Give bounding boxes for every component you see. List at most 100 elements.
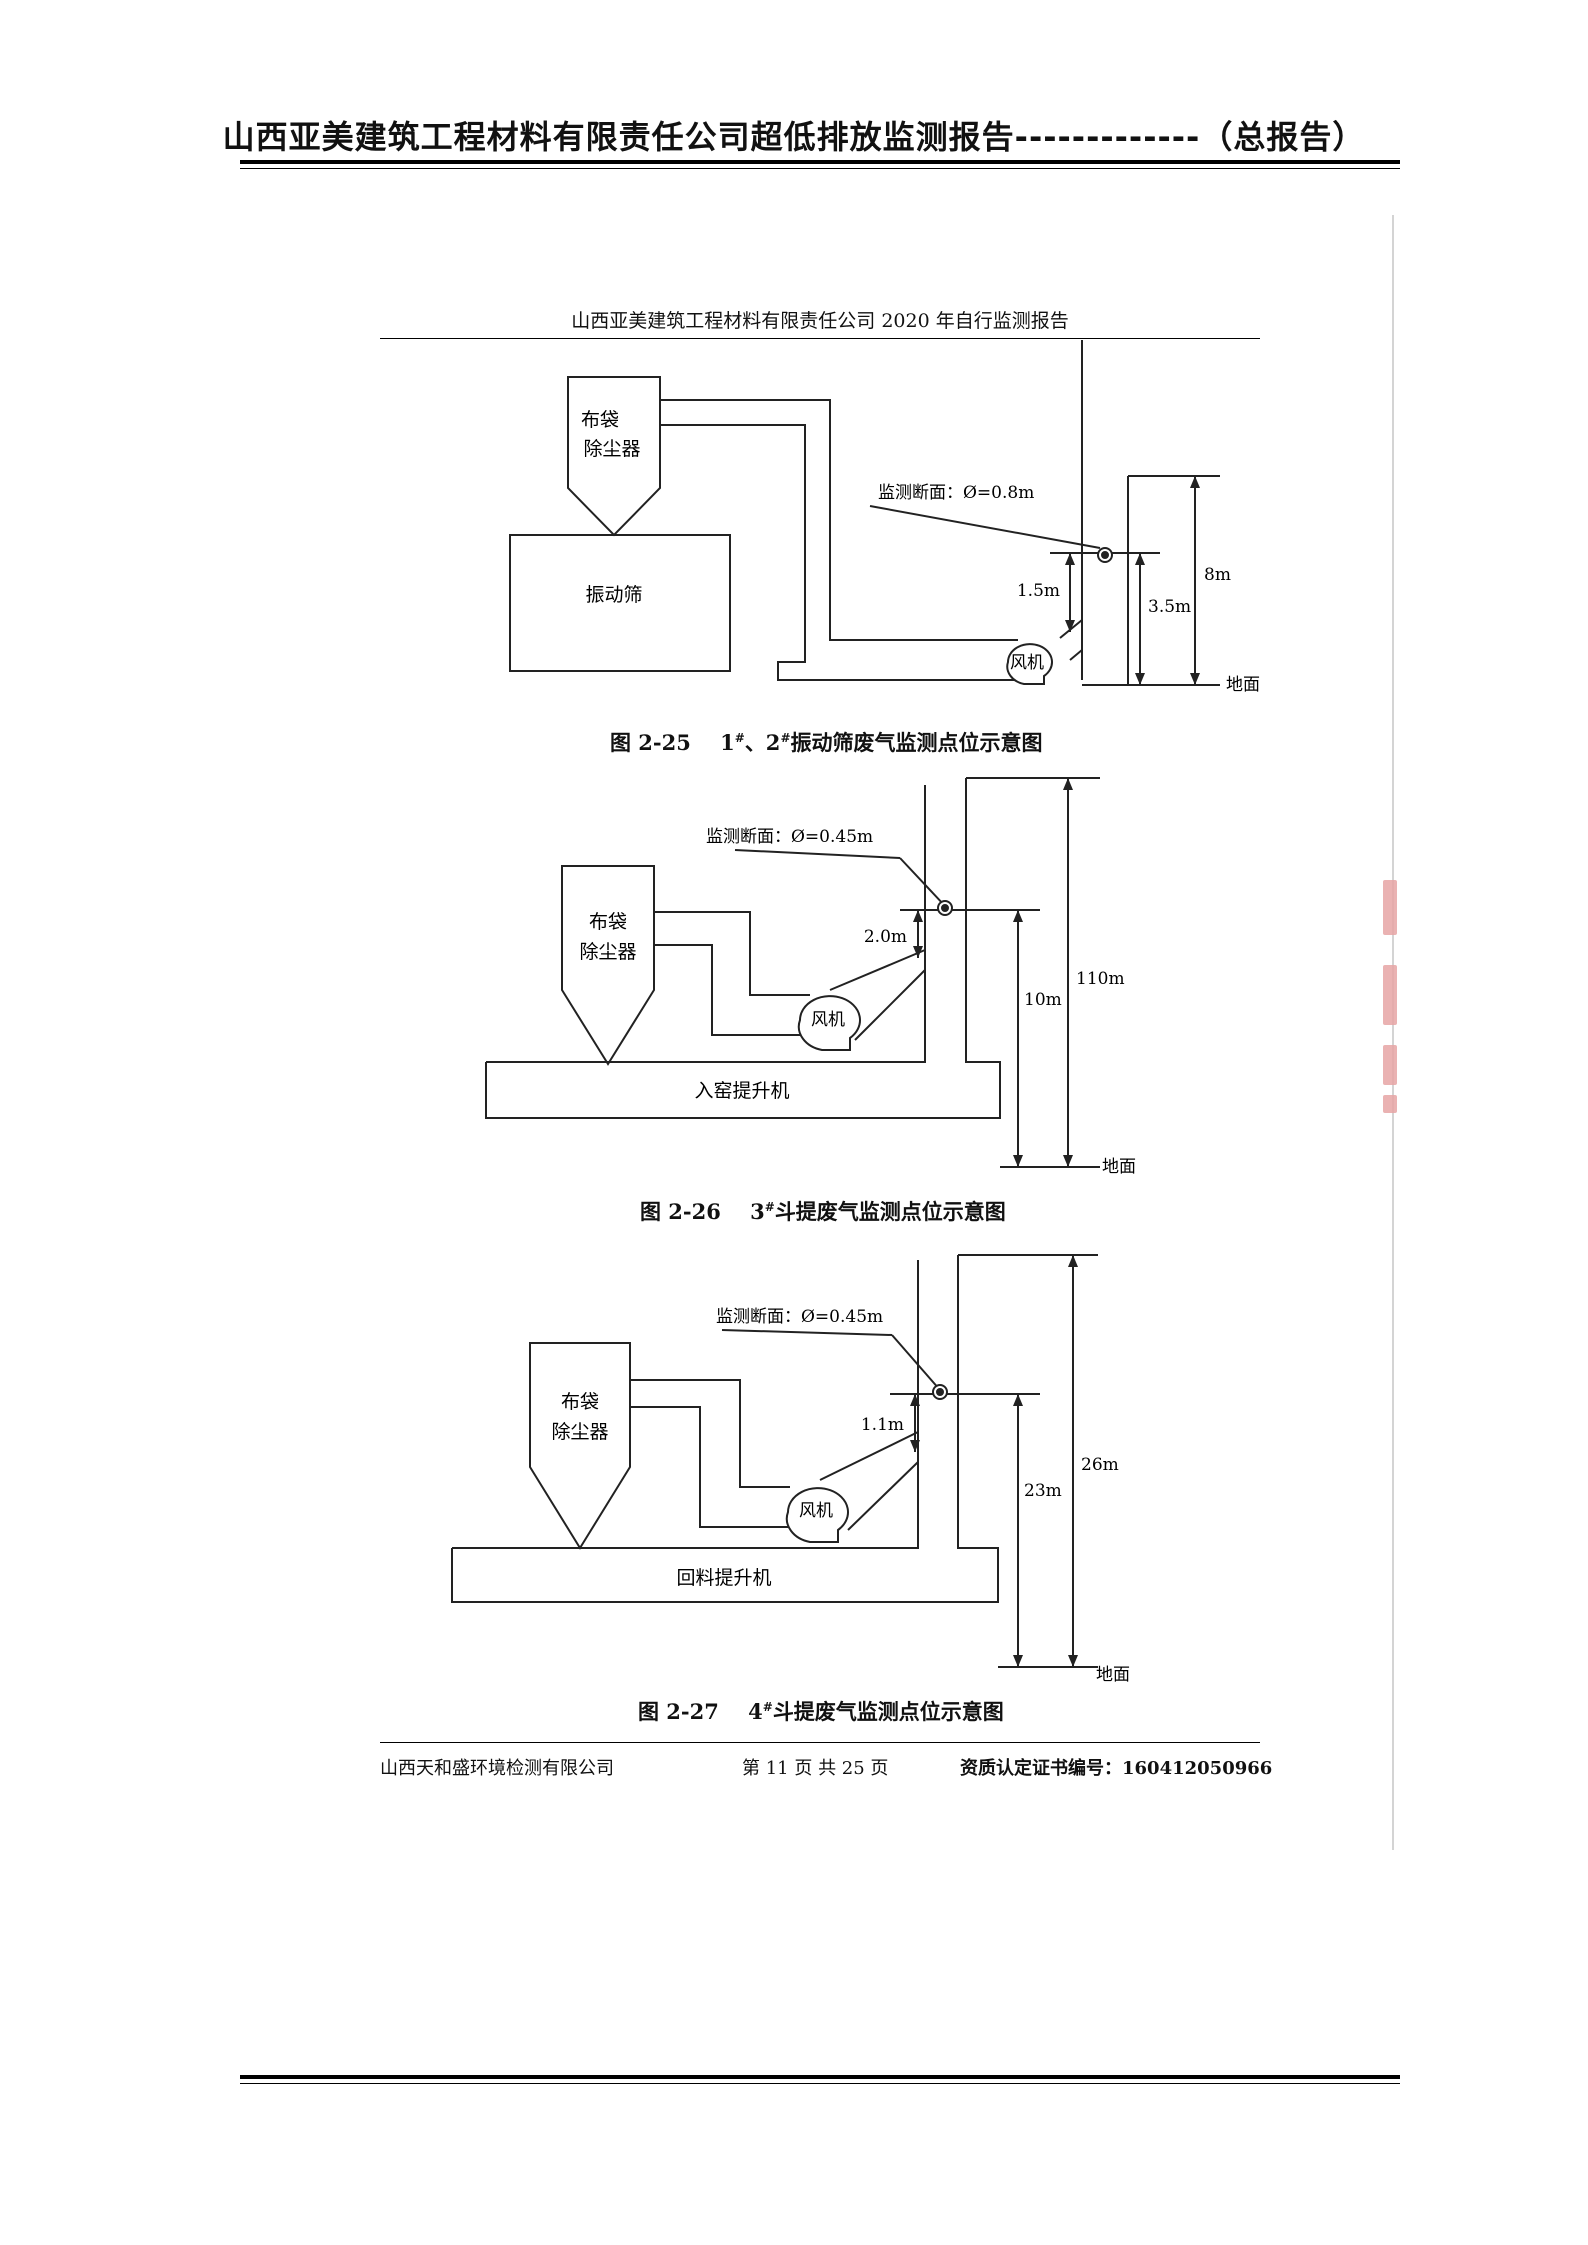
arrow bbox=[913, 946, 923, 958]
fan-to-stack-upper bbox=[819, 1431, 919, 1481]
dust-collector-label-1: 布袋 bbox=[581, 409, 619, 431]
dim-mid-label: 10m bbox=[1024, 990, 1062, 1010]
seal-mark bbox=[1383, 1045, 1397, 1085]
arrow bbox=[1013, 1655, 1023, 1667]
duct-inner bbox=[660, 424, 1018, 681]
section-leader bbox=[721, 1329, 893, 1336]
duct-outer bbox=[660, 399, 1018, 641]
figure-number: 图 2-25 bbox=[610, 730, 691, 755]
vibrating-screen-box bbox=[509, 534, 731, 672]
dust-collector-label-1: 布袋 bbox=[561, 1391, 599, 1413]
inner-footer-rule bbox=[380, 1742, 1260, 1743]
figure-caption: 图 2-27 4#斗提废气监测点位示意图 bbox=[638, 1696, 1004, 1726]
fan-icon bbox=[785, 1487, 849, 1543]
caption-part: 、2 bbox=[744, 730, 781, 755]
figure-caption: 图 2-26 3#斗提废气监测点位示意图 bbox=[640, 1196, 1006, 1226]
seal-mark bbox=[1383, 880, 1397, 935]
dim-total-label: 110m bbox=[1076, 969, 1125, 989]
caption-part: 1 bbox=[720, 730, 735, 755]
arrow bbox=[1190, 673, 1200, 685]
footer-company: 山西天和盛环境检测有限公司 bbox=[380, 1758, 614, 1779]
seal-mark bbox=[1383, 1095, 1397, 1113]
dim-total-label: 8m bbox=[1204, 565, 1231, 585]
fan-icon bbox=[797, 995, 861, 1051]
dim-total-label: 26m bbox=[1081, 1455, 1119, 1475]
arrow bbox=[1068, 1655, 1078, 1667]
dim-mid-label: 3.5m bbox=[1148, 597, 1191, 617]
duct-outer bbox=[630, 1379, 790, 1488]
caption-text: 斗提废气监测点位示意图 bbox=[774, 1199, 1006, 1224]
scan-page-edge bbox=[1392, 215, 1394, 1850]
caption-sup: # bbox=[734, 731, 745, 745]
arrow bbox=[1013, 1155, 1023, 1167]
fan-to-stack-lower bbox=[1069, 649, 1083, 661]
arrow bbox=[1013, 1394, 1023, 1406]
dust-collector-label-1: 布袋 bbox=[589, 911, 627, 933]
duct-outer bbox=[654, 911, 810, 996]
arrow bbox=[1063, 1155, 1073, 1167]
fan-to-stack-lower bbox=[854, 969, 926, 1041]
section-leader bbox=[734, 849, 901, 859]
arrow bbox=[910, 1394, 920, 1406]
section-leader bbox=[869, 505, 1101, 549]
inner-header-rule bbox=[380, 338, 1260, 339]
arrow bbox=[1065, 620, 1075, 632]
ground-label: 地面 bbox=[1096, 1665, 1130, 1685]
machine-label: 回料提升机 bbox=[676, 1567, 771, 1589]
caption-part: 4 bbox=[748, 1699, 763, 1724]
footer-certificate: 资质认定证书编号：160412050966 bbox=[960, 1758, 1273, 1779]
header-rule-thin bbox=[240, 168, 1400, 169]
caption-sup: # bbox=[780, 731, 791, 745]
fan-to-stack-lower bbox=[847, 1461, 919, 1531]
section-label: 监测断面：Ø=0.8m bbox=[878, 483, 1034, 503]
fan-label: 风机 bbox=[811, 1010, 845, 1030]
arrow bbox=[1135, 673, 1145, 685]
duct-inner bbox=[654, 944, 800, 1036]
figure-number: 图 2-27 bbox=[638, 1699, 719, 1724]
figure-caption: 图 2-25 1#、2#振动筛废气监测点位示意图 bbox=[610, 727, 1043, 757]
dust-collector-label-2: 除尘器 bbox=[551, 1421, 608, 1443]
footer-page-number: 第 11 页 共 25 页 bbox=[742, 1758, 889, 1779]
arrow bbox=[1190, 476, 1200, 488]
ground-label: 地面 bbox=[1102, 1157, 1136, 1177]
arrow bbox=[1013, 910, 1023, 922]
footer-rule-thin bbox=[240, 2083, 1400, 2084]
caption-sup: # bbox=[762, 1700, 773, 1714]
caption-part: 3 bbox=[750, 1199, 765, 1224]
footer-rule-thick bbox=[240, 2075, 1400, 2079]
duct-inner bbox=[630, 1406, 790, 1528]
inner-page-header: 山西亚美建筑工程材料有限责任公司 2020 年自行监测报告 bbox=[571, 310, 1069, 332]
fan-icon bbox=[1006, 643, 1053, 685]
dust-collector-label-2: 除尘器 bbox=[583, 438, 640, 460]
arrow bbox=[1065, 553, 1075, 565]
fan-label: 风机 bbox=[799, 1501, 833, 1521]
arrow bbox=[1068, 1255, 1078, 1267]
caption-text: 斗提废气监测点位示意图 bbox=[772, 1699, 1004, 1724]
dust-collector-shape bbox=[561, 865, 655, 1066]
arrow bbox=[913, 910, 923, 922]
figure-number: 图 2-26 bbox=[640, 1199, 721, 1224]
fan-to-stack-upper bbox=[829, 949, 926, 991]
report-title: 山西亚美建筑工程材料有限责任公司超低排放监测报告-------------（总报… bbox=[222, 118, 1366, 156]
arrow bbox=[1135, 553, 1145, 565]
dim-mid-label: 23m bbox=[1024, 1481, 1062, 1501]
dust-collector-label-2: 除尘器 bbox=[579, 941, 636, 963]
dim-short-label: 2.0m bbox=[864, 927, 907, 947]
header-rule-thick bbox=[240, 160, 1400, 164]
caption-text: 振动筛废气监测点位示意图 bbox=[790, 730, 1043, 755]
caption-sup: # bbox=[764, 1200, 775, 1214]
fan-label: 风机 bbox=[1010, 653, 1044, 673]
section-label: 监测断面：Ø=0.45m bbox=[716, 1307, 883, 1327]
dim-short-label: 1.5m bbox=[1017, 581, 1060, 601]
elevator-box bbox=[452, 1260, 919, 1549]
dust-collector-shape bbox=[567, 376, 661, 537]
section-label: 监测断面：Ø=0.45m bbox=[706, 827, 873, 847]
machine-label: 入窑提升机 bbox=[694, 1080, 789, 1102]
elevator-box bbox=[486, 785, 926, 1063]
arrow bbox=[1063, 778, 1073, 790]
arrow bbox=[910, 1440, 920, 1452]
machine-label: 振动筛 bbox=[585, 584, 642, 606]
